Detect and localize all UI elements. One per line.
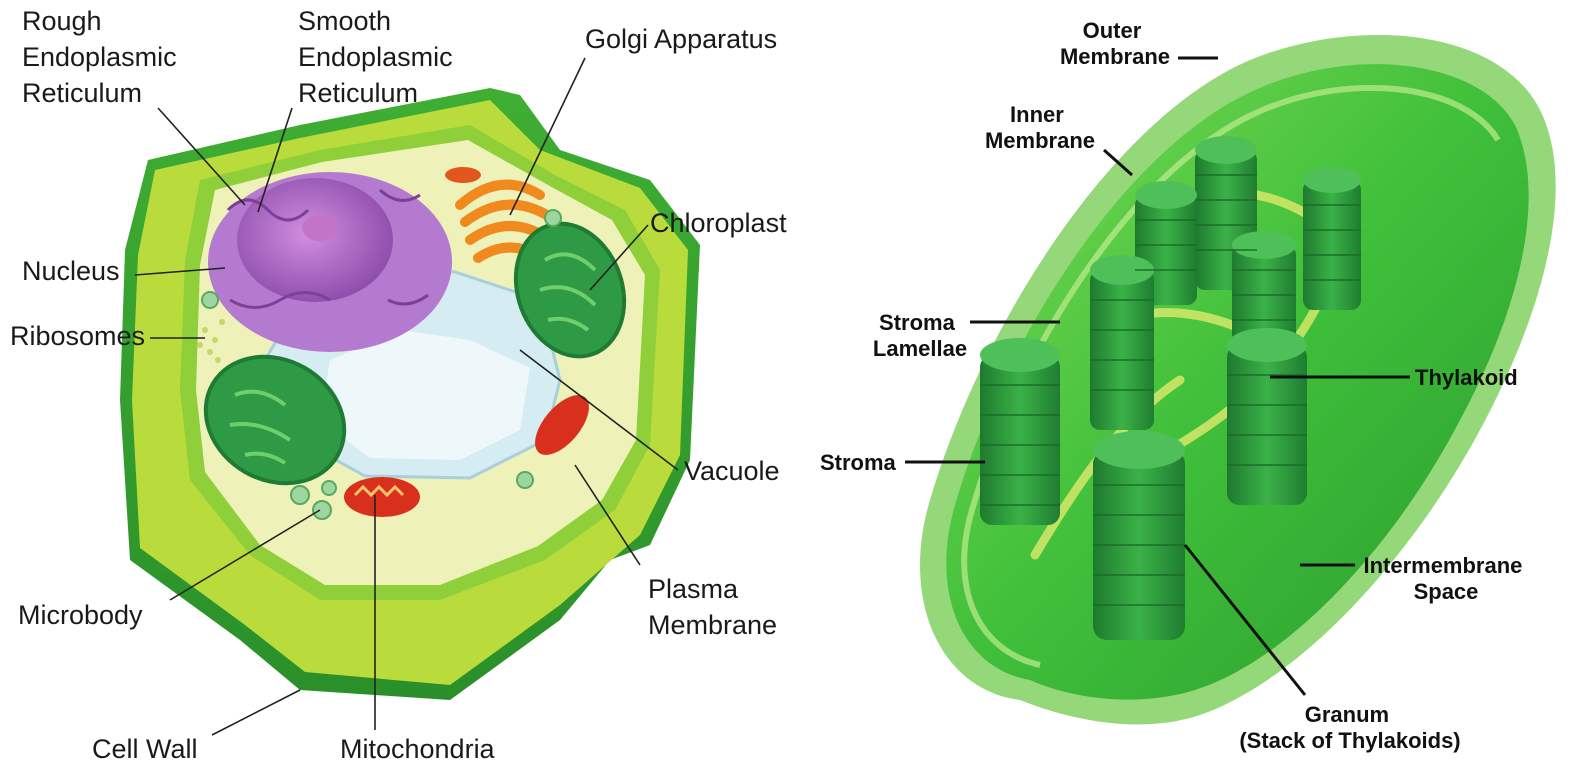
microbody-6: [202, 292, 218, 308]
label-ribosomes: Ribosomes: [10, 321, 145, 351]
label-rough-er: Rough Endoplasmic Reticulum: [22, 6, 184, 108]
label-thylakoid: Thylakoid: [1415, 365, 1518, 390]
granum-3: [1303, 167, 1361, 310]
label-mitochondria: Mitochondria: [340, 734, 496, 764]
label-stroma: Stroma: [820, 450, 897, 475]
microbody-2: [313, 501, 331, 519]
granum-5: [1090, 255, 1154, 430]
label-cell-wall: Cell Wall: [92, 734, 198, 764]
label-chloroplast: Chloroplast: [650, 208, 787, 238]
label-golgi: Golgi Apparatus: [585, 24, 777, 54]
golgi-vesicle: [445, 167, 481, 183]
label-vacuole: Vacuole: [684, 456, 780, 486]
label-granum: Granum (Stack of Thylakoids): [1239, 702, 1460, 753]
plant-cell-diagram: Rough Endoplasmic Reticulum Smooth Endop…: [10, 6, 787, 764]
label-nucleus: Nucleus: [22, 256, 120, 286]
granum-6: [1227, 328, 1307, 505]
granum-7: [980, 338, 1060, 525]
granum-8: [1093, 431, 1185, 640]
label-microbody: Microbody: [18, 600, 143, 630]
microbody-1: [291, 486, 309, 504]
mitochondrion-bottom: [344, 477, 420, 517]
microbody-5: [545, 210, 561, 226]
chloroplast-diagram: Outer Membrane Inner Membrane Stroma Lam…: [820, 18, 1556, 753]
label-stroma-lamellae: Stroma Lamellae: [873, 310, 967, 361]
label-inner-membrane: Inner Membrane: [985, 102, 1095, 153]
label-intermembrane-space: Intermembrane Space: [1363, 553, 1528, 604]
leader-cell-wall: [212, 690, 300, 735]
microbody-4: [517, 472, 533, 488]
microbody-3: [322, 481, 336, 495]
nucleolus: [302, 215, 338, 241]
label-outer-membrane: Outer Membrane: [1060, 18, 1170, 69]
label-smooth-er: Smooth Endoplasmic Reticulum: [298, 6, 460, 108]
label-plasma-membrane: Plasma Membrane: [648, 574, 777, 640]
